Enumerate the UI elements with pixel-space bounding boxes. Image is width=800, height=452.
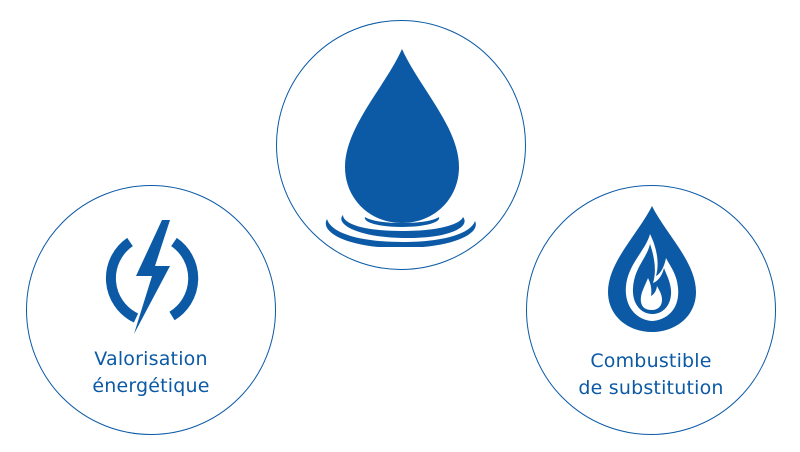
fuel-label-line2: de substitution: [578, 377, 724, 399]
energy-label: Valorisation énergétique: [27, 346, 275, 400]
energy-circle: Valorisation énergétique: [26, 185, 276, 435]
water-circle: [276, 20, 526, 270]
energy-label-line2: énergétique: [92, 375, 210, 397]
fuel-circle: Combustible de substitution: [526, 185, 776, 435]
energy-label-line1: Valorisation: [94, 348, 208, 370]
flame-icon: [608, 206, 696, 332]
fuel-label-line1: Combustible: [590, 350, 712, 372]
lightning-icon: [105, 220, 199, 334]
fuel-label: Combustible de substitution: [527, 348, 775, 402]
water-drop-icon: [325, 49, 476, 247]
